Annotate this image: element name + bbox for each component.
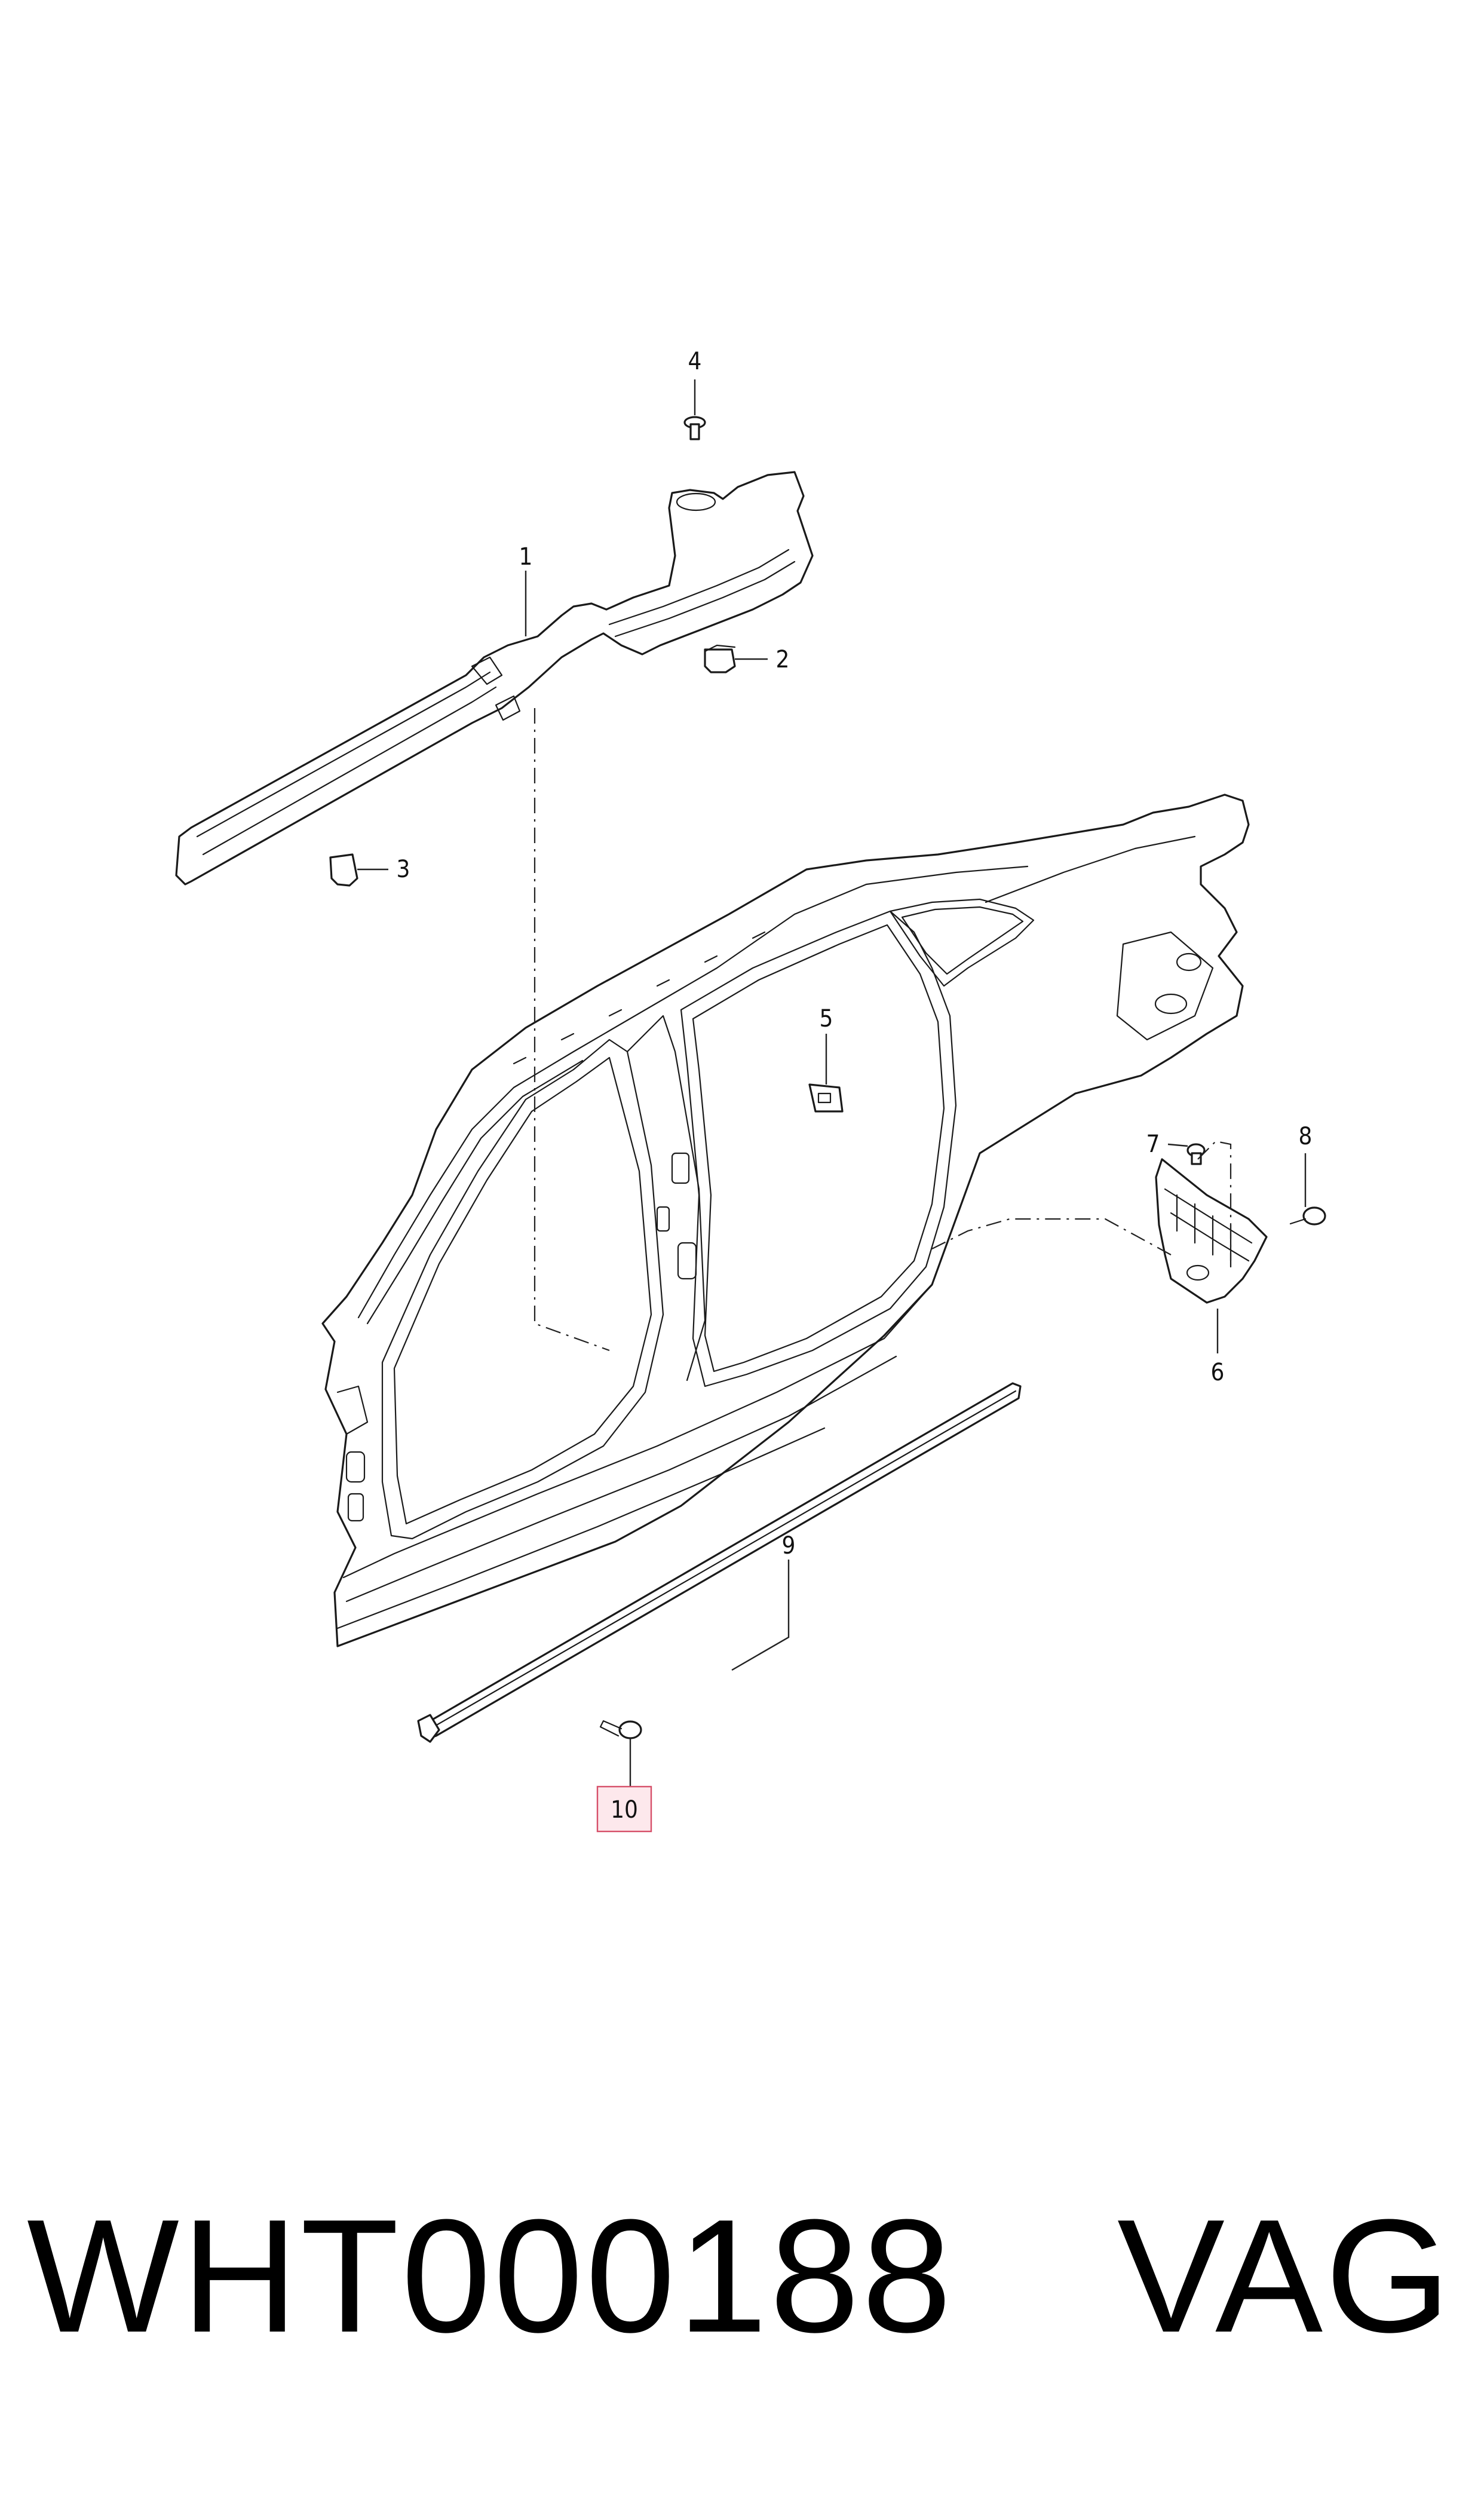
brand-name: VAG [1117, 2186, 1454, 2366]
callout-10: 10 [611, 1796, 638, 1824]
assembly-line-sill-to-body [533, 708, 610, 1352]
assembly-line-fasteners [1197, 1140, 1232, 1261]
callout-1: 1 [519, 543, 533, 571]
callout-2: 2 [776, 646, 790, 673]
highlight-box [596, 1785, 652, 1833]
callout-8: 8 [1299, 1123, 1313, 1150]
callout-6: 6 [1211, 1359, 1225, 1386]
clip-part-7 [1186, 1143, 1206, 1165]
callout-9: 9 [782, 1532, 796, 1560]
callout-7: 7 [1146, 1131, 1160, 1158]
exploded-parts-diagram: 4 1 2 3 5 7 8 6 9 10 [175, 348, 1326, 1833]
clip-part-3 [329, 853, 358, 887]
bracket-part [1155, 1158, 1268, 1304]
callout-10-highlighted: 10 [596, 1785, 652, 1833]
screw-part-10 [599, 1720, 642, 1739]
clip-part-5 [808, 1083, 844, 1113]
assembly-line-bracket-to-body [931, 1218, 1172, 1255]
part-number: WHT000188 [27, 2186, 954, 2366]
rocker-moulding-strip [417, 1382, 1022, 1743]
callout-4: 4 [688, 348, 702, 375]
sill-trim-panel [175, 471, 814, 886]
callout-5: 5 [820, 1005, 833, 1033]
footer: WHT000188 VAG [0, 2187, 1484, 2438]
screw-part-4 [683, 416, 706, 440]
body-side-panel [321, 794, 1250, 1647]
screw-part-8 [1289, 1206, 1326, 1226]
clip-part-2 [704, 644, 736, 673]
callout-3: 3 [397, 856, 410, 883]
